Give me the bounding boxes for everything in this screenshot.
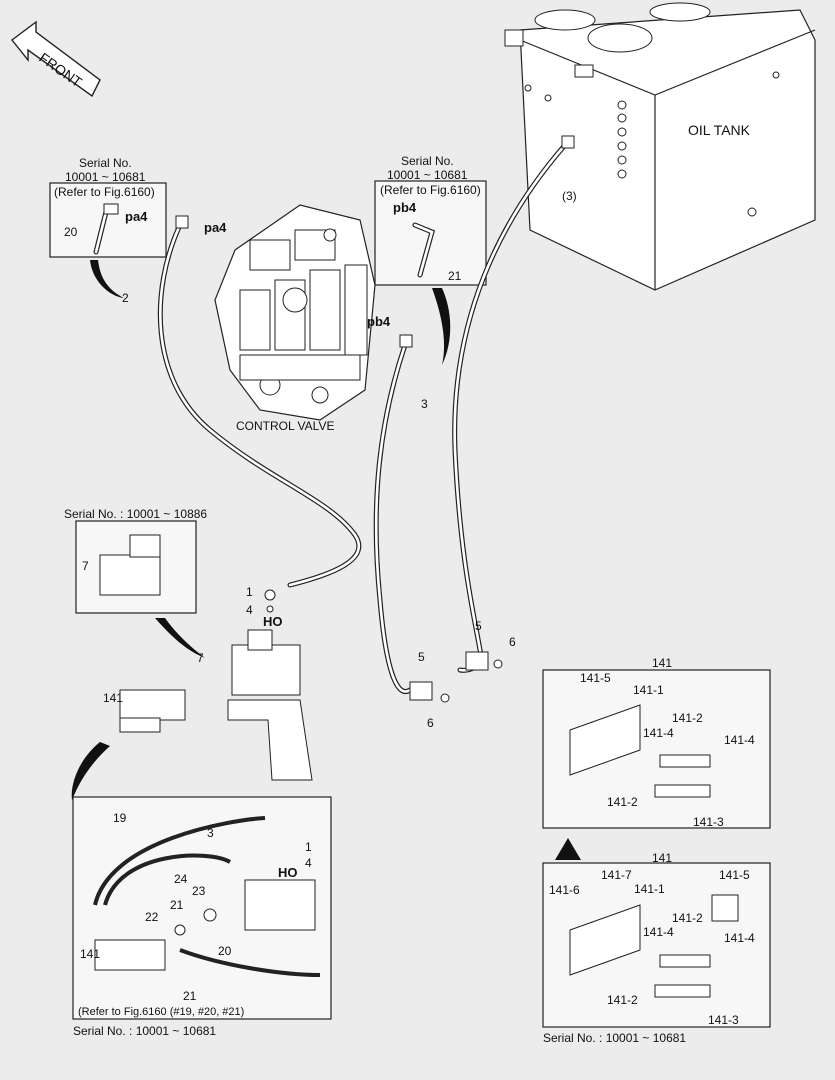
hose-2: pa4 2 — [122, 215, 362, 588]
bottom-callout-22: 22 — [145, 910, 159, 924]
bottom-inset-callout-141-4a: 141-4 — [643, 925, 674, 939]
bottom-callout-ho: HO — [278, 865, 298, 880]
bottom-inset-callout-141-4b: 141-4 — [724, 931, 755, 945]
bottom-callout-19: 19 — [113, 811, 127, 825]
inset-pa4-port: pa4 — [125, 209, 148, 224]
callout-fitting-1: 1 — [246, 585, 253, 599]
oil-tank: OIL TANK — [504, 2, 816, 291]
oil-tank-label: OIL TANK — [688, 122, 751, 138]
callout-valve-7: 7 — [197, 651, 204, 665]
pointer-swoosh — [90, 260, 124, 298]
front-arrow: FRONT — [11, 20, 101, 98]
hose-3: pb4 3 — [367, 314, 428, 694]
pointer-swoosh — [155, 618, 205, 658]
inset-7-part: 7 — [82, 559, 89, 573]
inset-pb4-part: 21 — [448, 269, 462, 283]
callout-hose-2: 2 — [122, 291, 129, 305]
callout-oring-4: 4 — [246, 603, 253, 617]
bottom-callout-3: 3 — [207, 826, 214, 840]
top-callout-141-4a: 141-4 — [643, 726, 674, 740]
inset-pb4-ref: (Refer to Fig.6160) — [380, 183, 481, 197]
callout-bolt-6b: 6 — [509, 635, 516, 649]
block-141: 141 — [71, 689, 186, 800]
bottom-callout-1: 1 — [305, 840, 312, 854]
bottom-inset-callout-141-6: 141-6 — [549, 883, 580, 897]
inset-pa4-serial-2: 10001 ~ 10681 — [65, 170, 146, 184]
top-callout-141-2b: 141-2 — [607, 795, 638, 809]
top-callout-141-2a: 141-2 — [672, 711, 703, 725]
callout-bracket-5b: 5 — [475, 619, 482, 633]
pointer-swoosh — [432, 288, 451, 365]
callout-bracket-5a: 5 — [418, 650, 425, 664]
callout-port-ho: HO — [263, 614, 283, 629]
inset-bottom: 19 3 1 4 HO 24 23 21 22 20 141 21 (Refer… — [72, 796, 332, 1038]
pointer-swoosh — [71, 742, 110, 800]
control-valve: CONTROL VALVE — [214, 204, 376, 433]
inset-pb4-port: pb4 — [393, 200, 417, 215]
bottom-callout-23: 23 — [192, 884, 206, 898]
inset-pa4-ref: (Refer to Fig.6160) — [54, 185, 155, 199]
bottom-callout-21a: 21 — [170, 898, 184, 912]
bottom-inset-callout-141-7: 141-7 — [601, 868, 632, 882]
top-callout-141-4b: 141-4 — [724, 733, 755, 747]
inset-pb4-serial-2: 10001 ~ 10681 — [387, 168, 468, 182]
bottom-callout-21b: 21 — [183, 989, 197, 1003]
callout-pb4: pb4 — [367, 314, 391, 329]
inset-141-bottom-title: 141 — [652, 851, 672, 865]
inset-bottom-ref: (Refer to Fig.6160 (#19, #20, #21) — [78, 1006, 244, 1018]
inset-7: Serial No. : 10001 ~ 10886 7 — [64, 507, 207, 658]
bottom-inset-callout-141-2a: 141-2 — [672, 911, 703, 925]
inset-7-serial: Serial No. : 10001 ~ 10886 — [64, 507, 207, 521]
inset-141-top: 141 141-5 141-1 141-2 141-4 141-4 141-2 … — [542, 656, 771, 829]
inset-141-top-title: 141 — [652, 656, 672, 670]
top-callout-141-1: 141-1 — [633, 683, 664, 697]
callout-block-141: 141 — [103, 691, 123, 705]
control-valve-label: CONTROL VALVE — [236, 419, 334, 433]
valve-7: 1 4 HO 7 — [197, 585, 313, 781]
bottom-callout-4: 4 — [305, 856, 312, 870]
bottom-callout-24: 24 — [174, 872, 188, 886]
callout-bolt-6a: 6 — [427, 716, 434, 730]
inset-bottom-serial: Serial No. : 10001 ~ 10681 — [73, 1024, 216, 1038]
pointer-triangle — [555, 838, 581, 860]
callout-pa4: pa4 — [204, 220, 227, 235]
top-callout-141-5: 141-5 — [580, 671, 611, 685]
inset-pa4-serial-1: Serial No. — [79, 156, 132, 170]
inset-pa4-part: 20 — [64, 225, 78, 239]
inset-pb4: Serial No. 10001 ~ 10681 (Refer to Fig.6… — [374, 154, 487, 365]
bottom-callout-20: 20 — [218, 944, 232, 958]
top-callout-141-3: 141-3 — [693, 815, 724, 829]
brackets: 5 5 6 6 — [409, 619, 516, 730]
inset-141-bottom-serial: Serial No. : 10001 ~ 10681 — [543, 1031, 686, 1045]
bottom-inset-callout-141-3: 141-3 — [708, 1013, 739, 1027]
bottom-inset-callout-141-2b: 141-2 — [607, 993, 638, 1007]
bottom-callout-141: 141 — [80, 947, 100, 961]
callout-hose-3-tank: (3) — [562, 189, 577, 203]
bottom-inset-callout-141-1: 141-1 — [634, 882, 665, 896]
inset-pa4: Serial No. 10001 ~ 10681 (Refer to Fig.6… — [49, 156, 167, 298]
inset-141-bottom: 141 141-7 141-6 141-1 141-5 141-2 141-4 … — [542, 851, 771, 1045]
bottom-inset-callout-141-5: 141-5 — [719, 868, 750, 882]
inset-pb4-serial-1: Serial No. — [401, 154, 454, 168]
callout-hose-3: 3 — [421, 397, 428, 411]
